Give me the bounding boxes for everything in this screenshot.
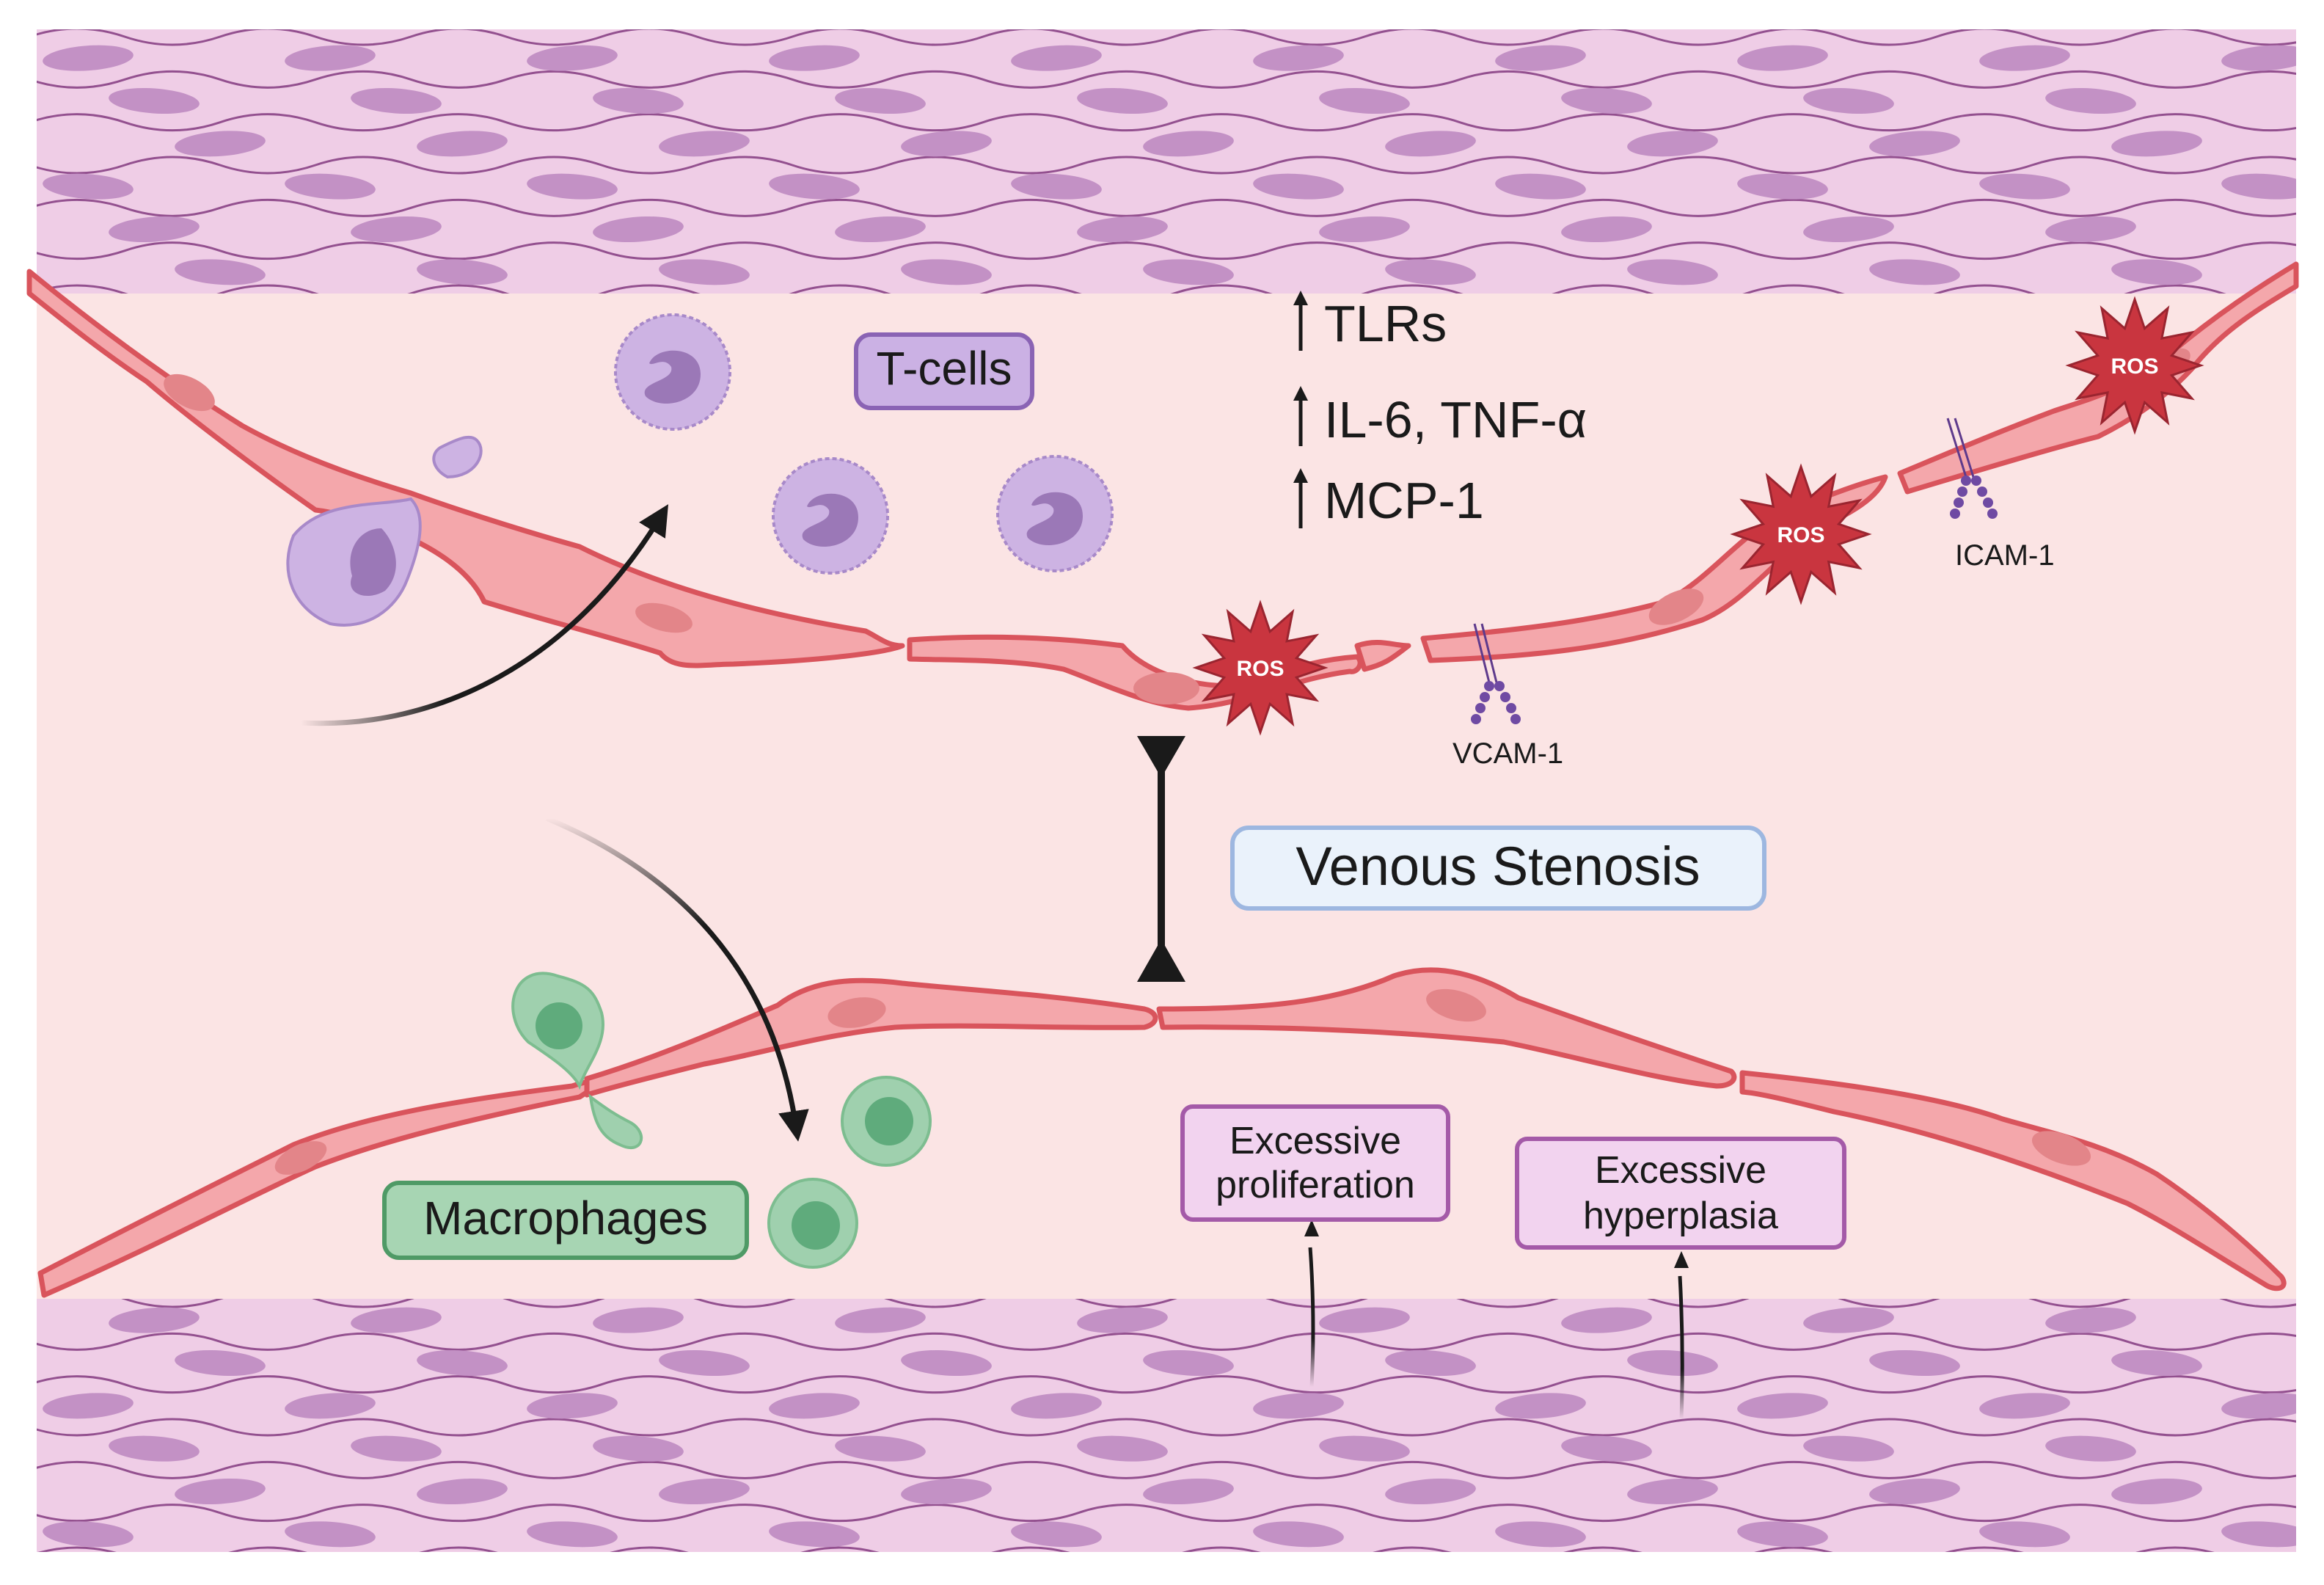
tlrs-label: TLRs bbox=[1324, 295, 1447, 352]
svg-text:Excessive: Excessive bbox=[1595, 1149, 1766, 1192]
macrophage-recruitment-arrow bbox=[545, 815, 809, 1142]
tcells-label-box: T-cells bbox=[854, 332, 1034, 410]
tcell-recruitment-arrow bbox=[300, 504, 669, 726]
svg-text:Macrophages: Macrophages bbox=[423, 1192, 708, 1245]
vcam-molecule-icon bbox=[1471, 623, 1521, 724]
il6-tnf-label: IL-6, TNF-α bbox=[1324, 391, 1587, 448]
svg-text:proliferation: proliferation bbox=[1216, 1164, 1415, 1206]
tcell-transmigrating bbox=[286, 435, 483, 627]
hyperplasia-arrow bbox=[1674, 1251, 1689, 1420]
icam-molecule-icon bbox=[1946, 418, 1998, 519]
excessive-hyperplasia-box: Excessive hyperplasia bbox=[1515, 1137, 1846, 1250]
svg-text:T-cells: T-cells bbox=[877, 342, 1012, 395]
proliferation-arrow bbox=[1304, 1220, 1319, 1388]
macrophage bbox=[841, 1076, 932, 1167]
icam-label: ICAM-1 bbox=[1955, 539, 2055, 572]
macrophage-transmigrating bbox=[511, 972, 643, 1150]
tcell bbox=[772, 457, 889, 575]
tcell bbox=[614, 313, 731, 431]
ros-label: ROS bbox=[1236, 657, 1284, 681]
tcell bbox=[996, 455, 1114, 572]
upregulation-arrows bbox=[1293, 291, 1308, 528]
ros-label: ROS bbox=[1777, 523, 1824, 547]
svg-text:hyperplasia: hyperplasia bbox=[1583, 1195, 1778, 1237]
ros-label: ROS bbox=[2111, 354, 2158, 379]
endothelium-bottom-nuclei bbox=[274, 988, 2091, 1175]
macrophages-label-box: Macrophages bbox=[382, 1181, 749, 1260]
venous-stenosis-label-box: Venous Stenosis bbox=[1230, 826, 1766, 911]
ros-starburst-icon: ROS bbox=[1192, 600, 1329, 736]
excessive-proliferation-box: Excessive proliferation bbox=[1180, 1104, 1450, 1222]
smooth-muscle-layer-bottom bbox=[37, 1299, 2296, 1552]
svg-text:Excessive: Excessive bbox=[1229, 1120, 1401, 1162]
endothelium-bottom bbox=[37, 967, 2287, 1298]
svg-text:Venous Stenosis: Venous Stenosis bbox=[1296, 836, 1700, 897]
ros-starburst-icon: ROS bbox=[2065, 296, 2204, 435]
stenosis-bracket bbox=[1137, 736, 1185, 982]
vcam-label: VCAM-1 bbox=[1452, 737, 1563, 770]
macrophage bbox=[767, 1178, 858, 1269]
mcp1-label: MCP-1 bbox=[1324, 472, 1484, 529]
smooth-muscle-layer-top bbox=[37, 29, 2296, 294]
ros-starburst-icon: ROS bbox=[1730, 463, 1872, 605]
